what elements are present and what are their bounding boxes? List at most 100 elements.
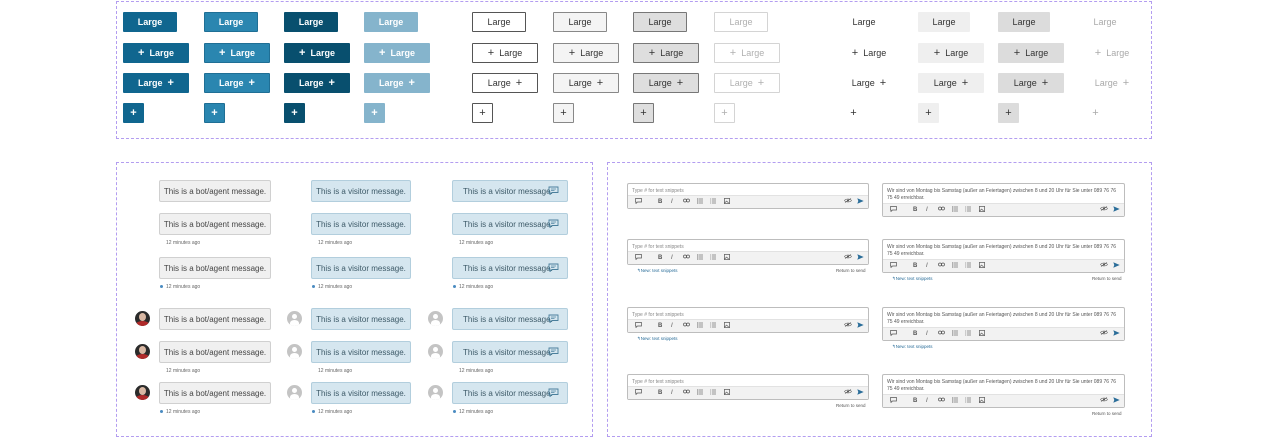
button-solid-pressed-icon-left[interactable]: +Large xyxy=(284,43,350,63)
button-ghost-pressed-icon-right[interactable]: Large+ xyxy=(998,73,1064,93)
button-ghost-disabled-icon-right[interactable]: Large+ xyxy=(1085,73,1139,93)
link-button[interactable] xyxy=(683,322,690,330)
button-outline-disabled-icon-only[interactable]: + xyxy=(714,103,735,123)
bold-button[interactable]: B xyxy=(658,255,663,261)
button-ghost-icon-only[interactable]: + xyxy=(843,103,864,123)
send-button[interactable] xyxy=(1113,262,1120,271)
visibility-toggle-button[interactable] xyxy=(1100,330,1108,338)
message-composer[interactable]: Wir sind von Montag bis Samstag (außer a… xyxy=(882,307,1125,341)
button-outline-icon-only[interactable]: + xyxy=(472,103,493,123)
snippet-button[interactable] xyxy=(635,198,642,207)
visibility-toggle-button[interactable] xyxy=(844,198,852,206)
button-ghost-icon-right[interactable]: Large+ xyxy=(843,73,895,93)
link-button[interactable] xyxy=(683,389,690,397)
visibility-toggle-button[interactable] xyxy=(844,322,852,330)
send-button[interactable] xyxy=(857,198,864,207)
italic-button[interactable]: I xyxy=(671,390,673,396)
button-solid-pressed-label-only[interactable]: Large xyxy=(284,12,338,32)
link-button[interactable] xyxy=(683,254,690,262)
button-solid-pressed-icon-only[interactable]: + xyxy=(284,103,305,123)
composer-placeholder[interactable]: Type # for text snippets xyxy=(632,379,684,385)
send-button[interactable] xyxy=(1113,206,1120,215)
bold-button[interactable]: B xyxy=(658,390,663,396)
numbered-list-button[interactable] xyxy=(965,262,971,271)
link-button[interactable] xyxy=(938,206,945,214)
composer-placeholder[interactable]: Type # for text snippets xyxy=(632,312,684,318)
numbered-list-button[interactable] xyxy=(710,322,716,331)
image-button[interactable] xyxy=(724,389,730,398)
numbered-list-button[interactable] xyxy=(710,198,716,207)
message-composer[interactable]: Wir sind von Montag bis Samstag (außer a… xyxy=(882,239,1125,273)
link-button[interactable] xyxy=(938,262,945,270)
italic-button[interactable]: I xyxy=(671,323,673,329)
button-ghost-icon-left[interactable]: +Large xyxy=(843,43,895,63)
button-outline-hover-icon-only[interactable]: + xyxy=(553,103,574,123)
button-ghost-hover-icon-only[interactable]: + xyxy=(918,103,939,123)
message-composer[interactable]: Wir sind von Montag bis Samstag (außer a… xyxy=(882,374,1125,408)
bullet-list-button[interactable] xyxy=(952,262,958,271)
button-outline-disabled-label-only[interactable]: Large xyxy=(714,12,768,32)
button-outline-pressed-icon-only[interactable]: + xyxy=(633,103,654,123)
button-outline-pressed-icon-right[interactable]: Large+ xyxy=(633,73,699,93)
image-button[interactable] xyxy=(724,198,730,207)
numbered-list-button[interactable] xyxy=(965,330,971,339)
button-ghost-hover-label-only[interactable]: Large xyxy=(918,12,970,32)
image-button[interactable] xyxy=(724,254,730,263)
message-composer[interactable]: Wir sind von Montag bis Samstag (außer a… xyxy=(882,183,1125,217)
bold-button[interactable]: B xyxy=(913,207,918,213)
bullet-list-button[interactable] xyxy=(952,397,958,406)
button-ghost-disabled-icon-only[interactable]: + xyxy=(1085,103,1106,123)
numbered-list-button[interactable] xyxy=(710,254,716,263)
button-ghost-hover-icon-left[interactable]: +Large xyxy=(918,43,984,63)
snippet-button[interactable] xyxy=(890,330,897,339)
image-button[interactable] xyxy=(979,397,985,406)
button-outline-hover-icon-right[interactable]: Large+ xyxy=(553,73,619,93)
button-outline-pressed-icon-left[interactable]: +Large xyxy=(633,43,699,63)
button-ghost-disabled-icon-left[interactable]: +Large xyxy=(1085,43,1139,63)
button-ghost-pressed-icon-left[interactable]: +Large xyxy=(998,43,1064,63)
button-outline-disabled-icon-right[interactable]: Large+ xyxy=(714,73,780,93)
visibility-toggle-button[interactable] xyxy=(1100,206,1108,214)
bullet-list-button[interactable] xyxy=(697,389,703,398)
italic-button[interactable]: I xyxy=(671,255,673,261)
bold-button[interactable]: B xyxy=(913,263,918,269)
button-solid-pressed-icon-right[interactable]: Large+ xyxy=(284,73,350,93)
composer-text[interactable]: Wir sind von Montag bis Samstag (außer a… xyxy=(887,244,1117,257)
button-outline-disabled-icon-left[interactable]: +Large xyxy=(714,43,780,63)
button-outline-pressed-label-only[interactable]: Large xyxy=(633,12,687,32)
image-button[interactable] xyxy=(979,330,985,339)
button-solid-primary-label-only[interactable]: Large xyxy=(123,12,177,32)
button-outline-label-only[interactable]: Large xyxy=(472,12,526,32)
button-ghost-hover-icon-right[interactable]: Large+ xyxy=(918,73,984,93)
bullet-list-button[interactable] xyxy=(697,198,703,207)
image-button[interactable] xyxy=(724,322,730,331)
image-button[interactable] xyxy=(979,262,985,271)
bold-button[interactable]: B xyxy=(658,323,663,329)
snippet-button[interactable] xyxy=(890,206,897,215)
button-ghost-disabled-label-only[interactable]: Large xyxy=(1085,12,1125,32)
button-outline-icon-left[interactable]: +Large xyxy=(472,43,538,63)
send-button[interactable] xyxy=(1113,397,1120,406)
send-button[interactable] xyxy=(857,254,864,263)
link-button[interactable] xyxy=(683,198,690,206)
button-ghost-pressed-label-only[interactable]: Large xyxy=(998,12,1050,32)
button-solid-primary-icon-left[interactable]: +Large xyxy=(123,43,189,63)
button-outline-icon-right[interactable]: Large+ xyxy=(472,73,538,93)
button-solid-primary-icon-right[interactable]: Large+ xyxy=(123,73,189,93)
send-button[interactable] xyxy=(1113,330,1120,339)
composer-text[interactable]: Wir sind von Montag bis Samstag (außer a… xyxy=(887,188,1117,201)
button-solid-disabled-icon-right[interactable]: Large+ xyxy=(364,73,430,93)
button-solid-disabled-icon-left[interactable]: +Large xyxy=(364,43,430,63)
new-text-snippets-link[interactable]: ↰New: text snippets xyxy=(892,276,933,282)
bullet-list-button[interactable] xyxy=(952,330,958,339)
button-outline-hover-icon-left[interactable]: +Large xyxy=(553,43,619,63)
snippet-button[interactable] xyxy=(890,397,897,406)
snippet-button[interactable] xyxy=(635,389,642,398)
visibility-toggle-button[interactable] xyxy=(1100,262,1108,270)
snippet-button[interactable] xyxy=(890,262,897,271)
button-solid-hover-label-only[interactable]: Large xyxy=(204,12,258,32)
link-button[interactable] xyxy=(938,330,945,338)
new-text-snippets-link[interactable]: ↰New: text snippets xyxy=(892,344,933,350)
